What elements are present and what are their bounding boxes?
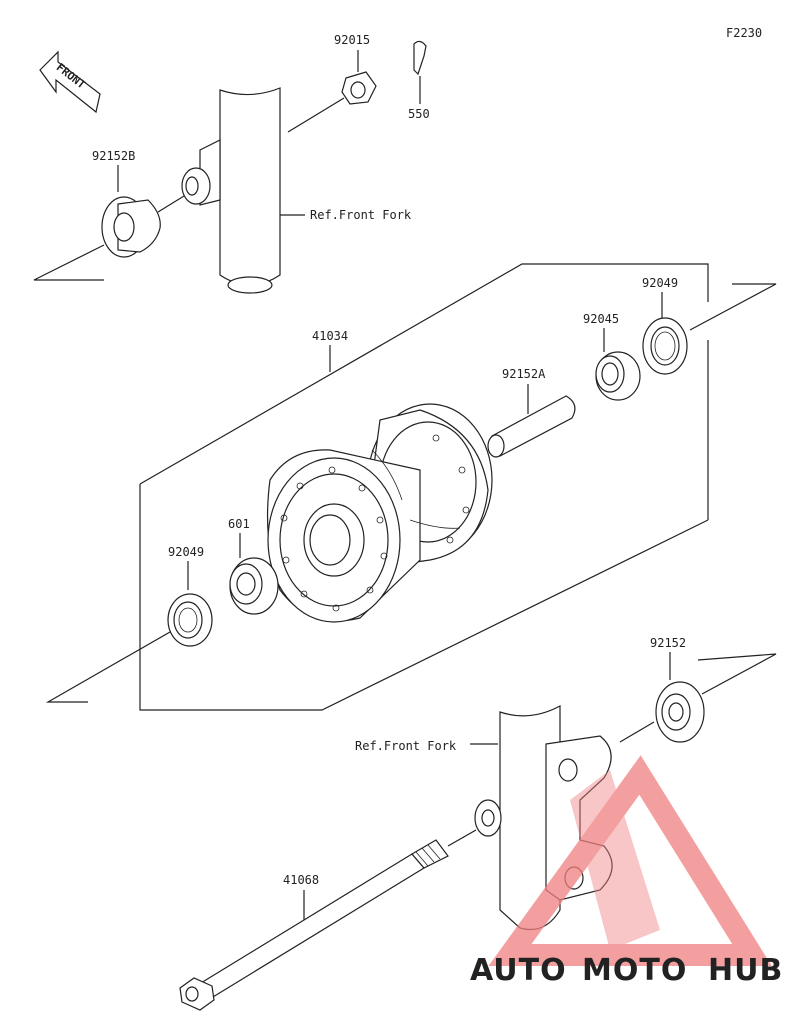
label-601: 601 (228, 517, 250, 531)
label-92152: 92152 (650, 636, 686, 650)
label-92049-left: 92049 (168, 545, 204, 559)
spacer-92152A (487, 395, 576, 458)
label-92152B: 92152B (92, 149, 135, 163)
watermark-auto: AUTO (470, 953, 567, 988)
collar-92152B (101, 196, 161, 258)
bearing-92045 (595, 351, 641, 401)
oil-seal-92049-right (642, 317, 688, 375)
oil-seal-92049-left (167, 593, 213, 647)
label-92045: 92045 (583, 312, 619, 326)
watermark-logo (488, 755, 772, 966)
label-41068: 41068 (283, 873, 319, 887)
hub-41034 (266, 403, 493, 623)
bearing-601 (229, 557, 279, 615)
collar-92152 (655, 681, 705, 743)
watermark-moto: MOTO (582, 953, 687, 988)
label-550: 550 (408, 107, 430, 121)
label-ref-front-fork-top: Ref.Front Fork (310, 208, 412, 222)
label-92015: 92015 (334, 33, 370, 47)
label-41034: 41034 (312, 329, 348, 343)
axle-41068 (179, 839, 449, 1011)
label-ref-front-fork-bottom: Ref.Front Fork (355, 739, 457, 753)
front-fork-top (181, 87, 281, 294)
front-arrow-icon: FRONT (39, 50, 101, 114)
cotter-pin-550 (413, 40, 427, 76)
nut-92015 (341, 71, 377, 105)
front-fork-bottom (474, 705, 613, 931)
label-92049-right: 92049 (642, 276, 678, 290)
label-92152A: 92152A (502, 367, 546, 381)
figure-code: F2230 (726, 26, 762, 40)
watermark-text: AUTO MOTO HUB (470, 953, 783, 988)
watermark-hub: HUB (708, 953, 783, 988)
